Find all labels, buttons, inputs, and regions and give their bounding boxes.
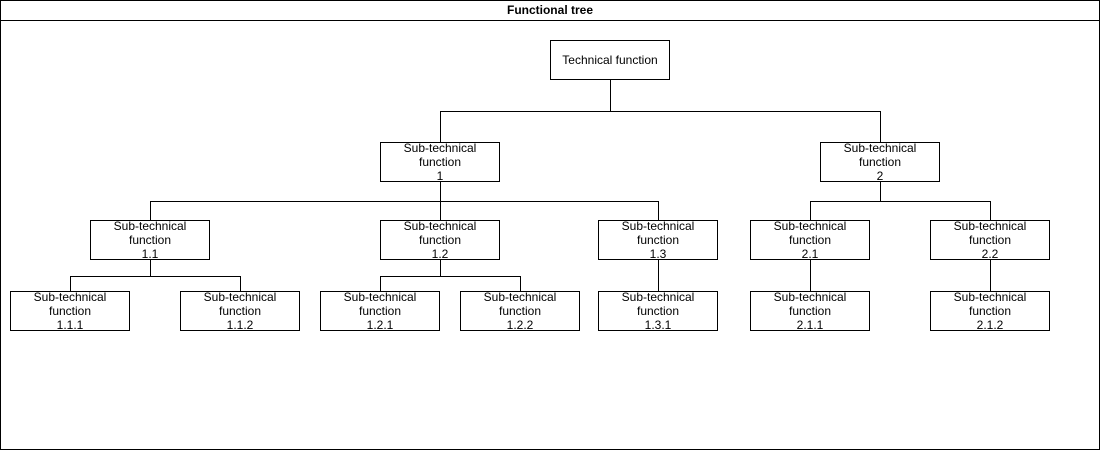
node-label-line2: 1.3 (649, 247, 667, 261)
node-label-line1: Sub-technical function (843, 141, 917, 169)
node-label-line1: Sub-technical function (953, 219, 1027, 247)
diagram-title: Functional tree (1, 1, 1099, 21)
node-label-line2: 1.1.2 (226, 318, 254, 332)
node-label-line2: 1.2.1 (366, 318, 394, 332)
node-label-line1: Sub-technical function (403, 219, 477, 247)
edge-n12-n121 (380, 260, 441, 291)
node-label-line2: 1.1 (141, 247, 159, 261)
node-label-line1: Sub-technical function (203, 290, 277, 318)
node-label-line1: Sub-technical function (403, 141, 477, 169)
node-label-line2: 1.2.2 (506, 318, 534, 332)
edge-n1-n11 (150, 182, 441, 220)
node-label-line2: 2.1 (801, 247, 819, 261)
edge-n1-n13 (440, 182, 659, 220)
edge-n12-n122 (440, 260, 521, 291)
node-label-line2: 1 (436, 169, 444, 183)
node-label-line2: 2 (876, 169, 884, 183)
node-label-line1: Sub-technical function (773, 219, 847, 247)
node-label-line2: 2.2 (981, 247, 999, 261)
edge-n2-n22 (880, 182, 991, 220)
node-label-line1: Sub-technical function (773, 290, 847, 318)
node-label-line1: Sub-technical function (483, 290, 557, 318)
node-label-line2: 2.1.1 (796, 318, 824, 332)
edge-n2-n21 (810, 182, 881, 220)
node-label-line2: 1.1.1 (56, 318, 84, 332)
node-label-line2: 2.1.2 (976, 318, 1004, 332)
node-label-line1: Sub-technical function (621, 219, 695, 247)
node-root: Technical function (550, 40, 670, 80)
node-label-line2: 1.2 (431, 247, 449, 261)
node-label-line1: Sub-technical function (113, 219, 187, 247)
node-label-line1: Sub-technical function (343, 290, 417, 318)
edge-n11-n112 (150, 260, 241, 291)
node-label-line1: Sub-technical function (953, 290, 1027, 318)
node-label-line2: 1.3.1 (644, 318, 672, 332)
edge-n11-n111 (70, 260, 151, 291)
node-label-line1: Sub-technical function (621, 290, 695, 318)
edge-root-n1 (440, 80, 611, 142)
node-label-line1: Sub-technical function (33, 290, 107, 318)
edge-root-n2 (610, 80, 881, 142)
node-label-line1: Technical function (562, 53, 658, 67)
